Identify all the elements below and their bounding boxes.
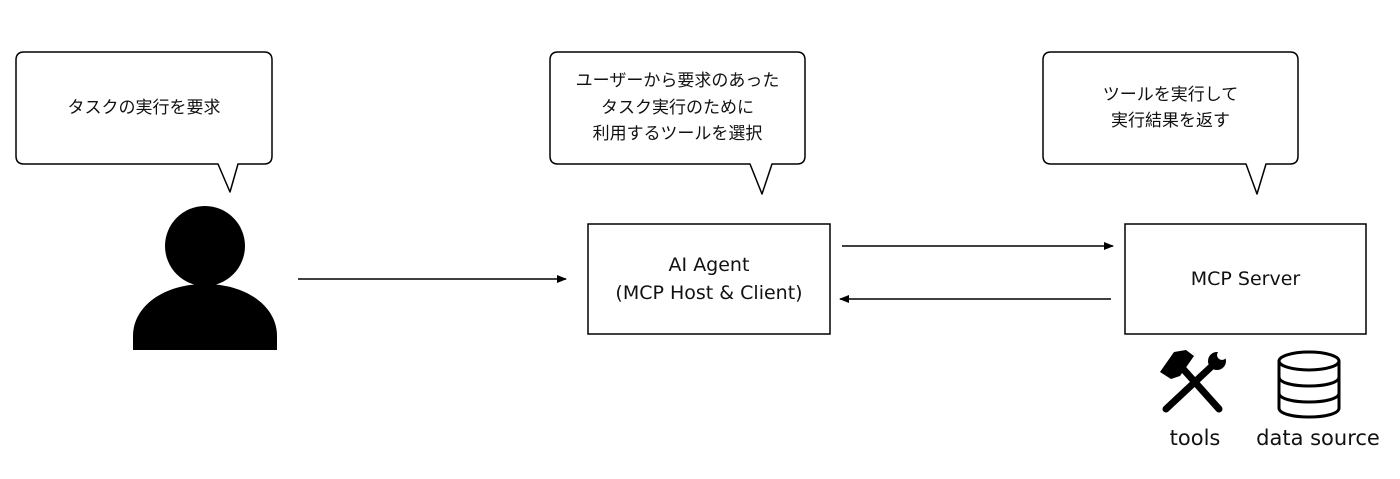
speech-bubble-agent-text: ユーザーから要求のあった タスク実行のために 利用するツールを選択: [575, 71, 780, 145]
speech-bubble-user: [15, 51, 273, 193]
database-icon: [1277, 350, 1341, 419]
user-icon: [133, 206, 277, 350]
server-node-label: MCP Server: [1190, 267, 1301, 290]
speech-bubble-user-text: タスクの実行を要求: [67, 97, 221, 118]
speech-bubble-server-text: ツールを実行して 実行結果を返す: [1102, 84, 1239, 131]
agent-node-box: [587, 223, 831, 335]
speech-bubble-server: [1042, 51, 1299, 195]
tools-label: tools: [1169, 425, 1221, 450]
agent-node-label: AI Agent (MCP Host & Client): [615, 253, 803, 305]
data-source-label: data source: [1256, 425, 1380, 450]
server-node-box: [1124, 223, 1367, 335]
tools-icon: [1160, 350, 1227, 413]
speech-bubble-agent: [549, 51, 806, 195]
